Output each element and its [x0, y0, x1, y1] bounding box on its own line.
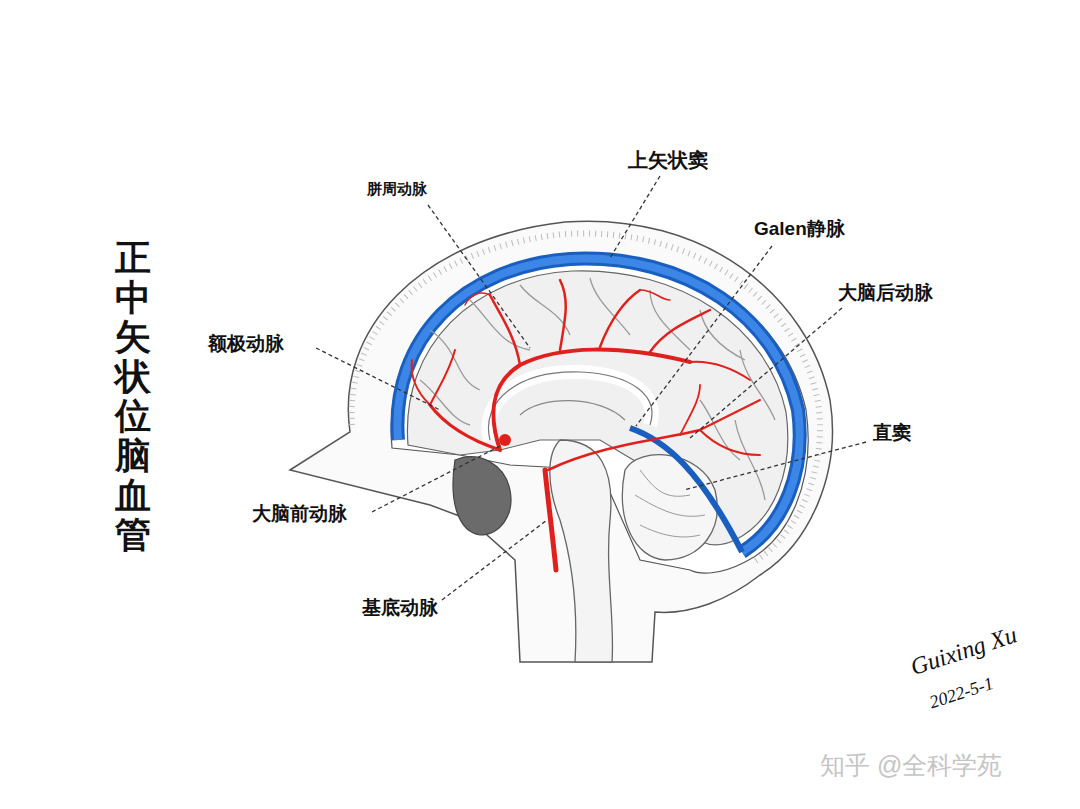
artery-label: 基底动脉	[360, 597, 440, 620]
artery-label: 胼周动脉	[365, 180, 429, 198]
artery-label: 额极动脉	[206, 333, 286, 356]
sinus-label: 直窦	[871, 422, 913, 445]
date-note: 2022-5-1	[925, 672, 998, 714]
artery-label: 大脑后动脉	[836, 282, 935, 305]
signature: Guixing Xu	[905, 620, 1022, 683]
watermark: 知乎 @全科学苑	[818, 750, 1004, 780]
vein-label: Galen静脉	[752, 218, 847, 241]
vertical-title: 正中矢状位脑血管	[115, 238, 151, 555]
sinus-label: 上矢状窦	[626, 148, 710, 172]
artery-label: 大脑前动脉	[250, 503, 349, 526]
